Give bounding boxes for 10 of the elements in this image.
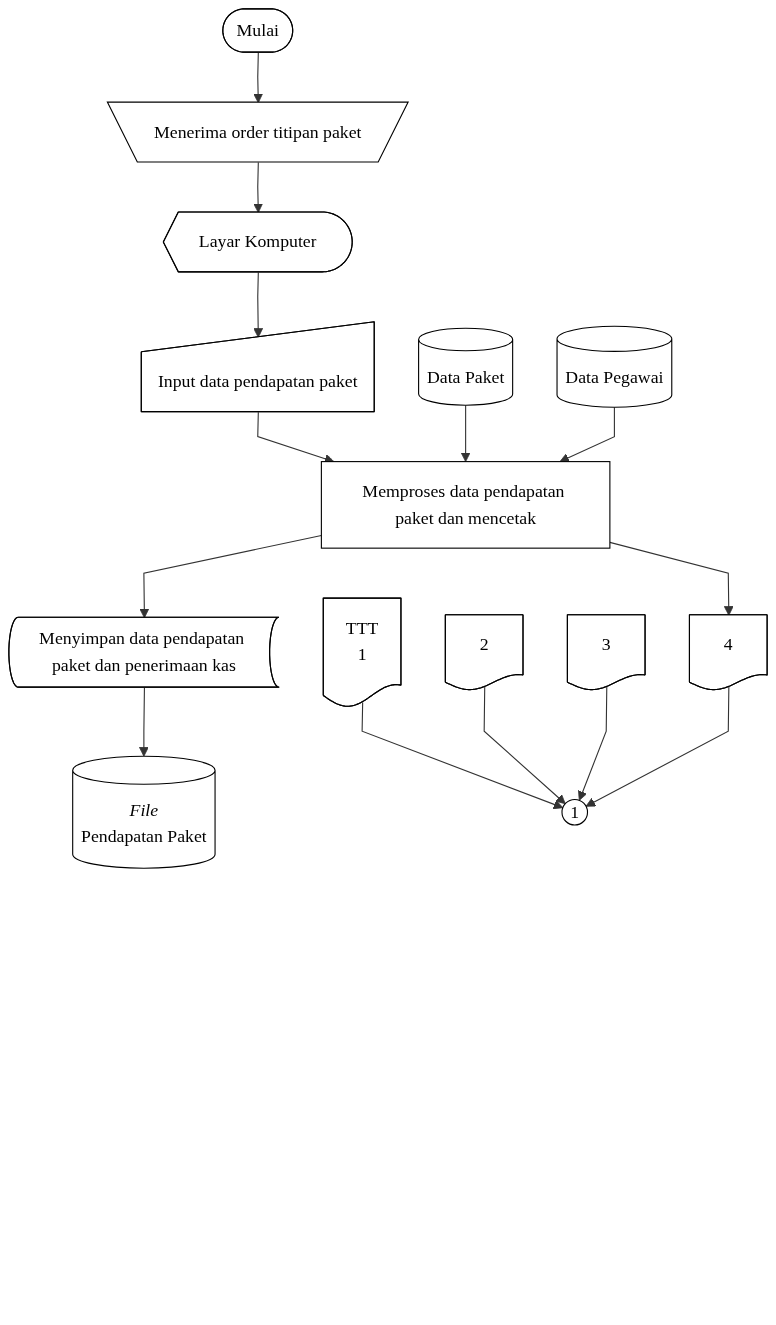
- arrow: [585, 686, 730, 807]
- arrow: [460, 404, 471, 463]
- arrow: [559, 406, 615, 463]
- arrow: [253, 271, 264, 338]
- arrow: [578, 686, 608, 801]
- arrow: [361, 701, 564, 810]
- arrow: [139, 687, 149, 757]
- arrow: [483, 686, 566, 805]
- node-box: Memproses data pendapatan paket dan mencetak: [320, 461, 611, 549]
- node-circle: 1: [561, 798, 589, 826]
